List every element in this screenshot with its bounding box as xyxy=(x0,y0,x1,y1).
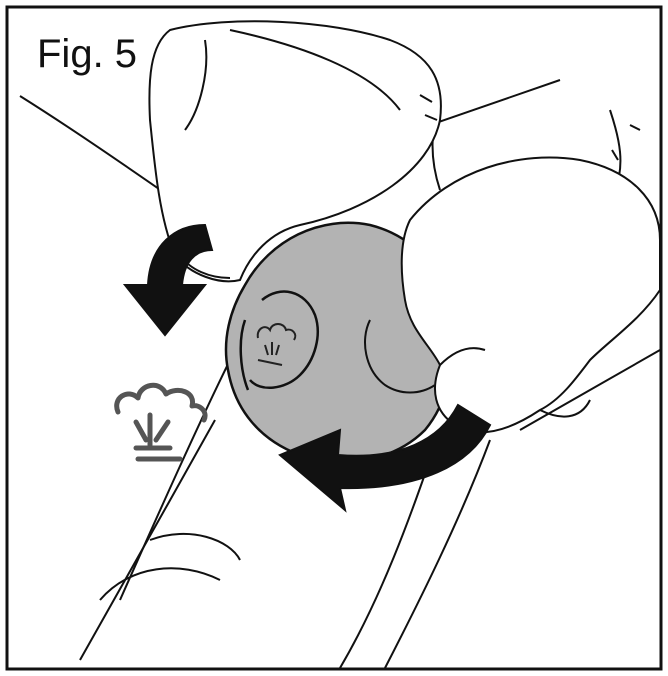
figure-label: Fig. 5 xyxy=(37,32,138,76)
rotate-arrow-top-icon xyxy=(122,223,214,337)
control-knob xyxy=(224,221,456,464)
rotate-arrow-bottom-icon xyxy=(278,403,492,513)
knob-body xyxy=(224,221,456,464)
knob-steam-icon xyxy=(256,323,297,366)
side-steam-icon xyxy=(114,382,208,462)
hand-bottom xyxy=(364,124,661,434)
knob-inner-ring xyxy=(249,290,319,389)
